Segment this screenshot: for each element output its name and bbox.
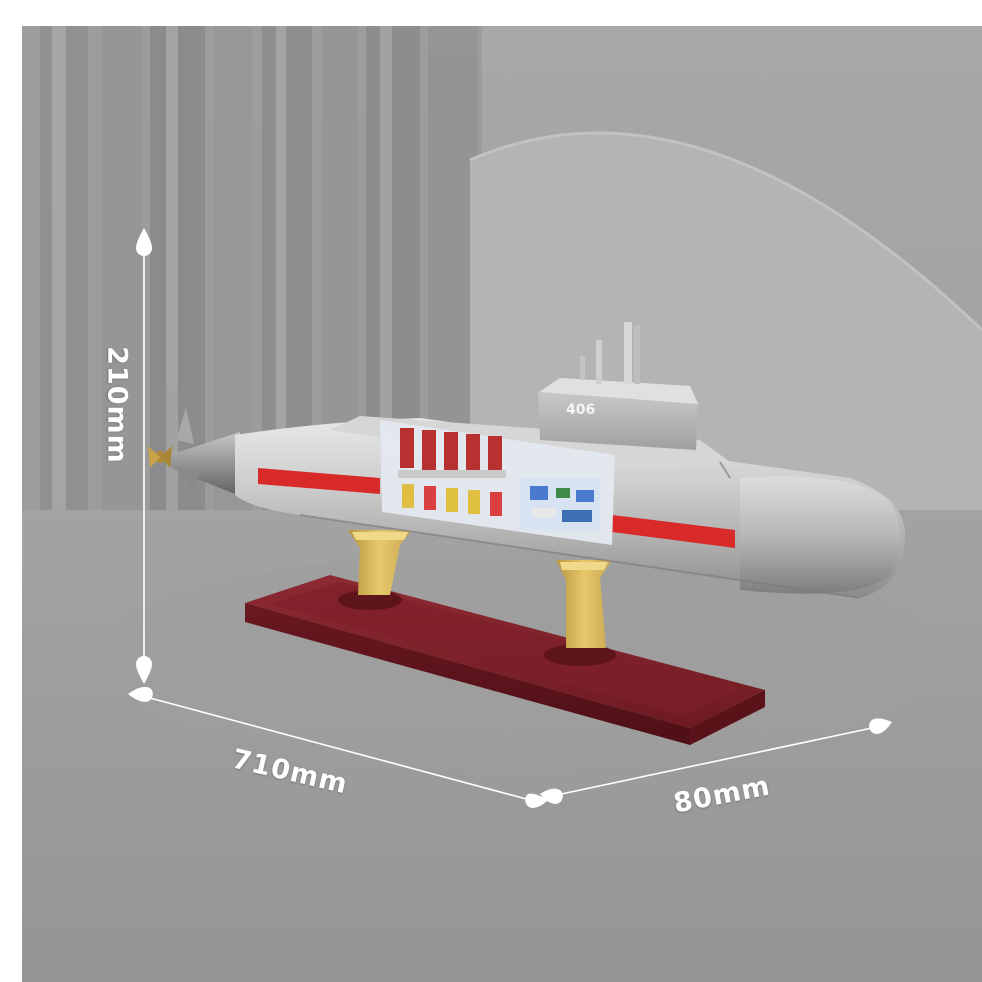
submarine-model: 406 [148,322,905,599]
cutaway-interior [398,428,600,530]
height-dimension-label: 210mm [101,346,133,464]
hull-number: 406 [566,402,595,418]
background-pillars [22,26,482,510]
dimension-lines [143,248,873,801]
display-stand-supports [348,530,612,648]
display-stand-base [245,575,765,745]
droplet-marker-icon [128,228,892,808]
